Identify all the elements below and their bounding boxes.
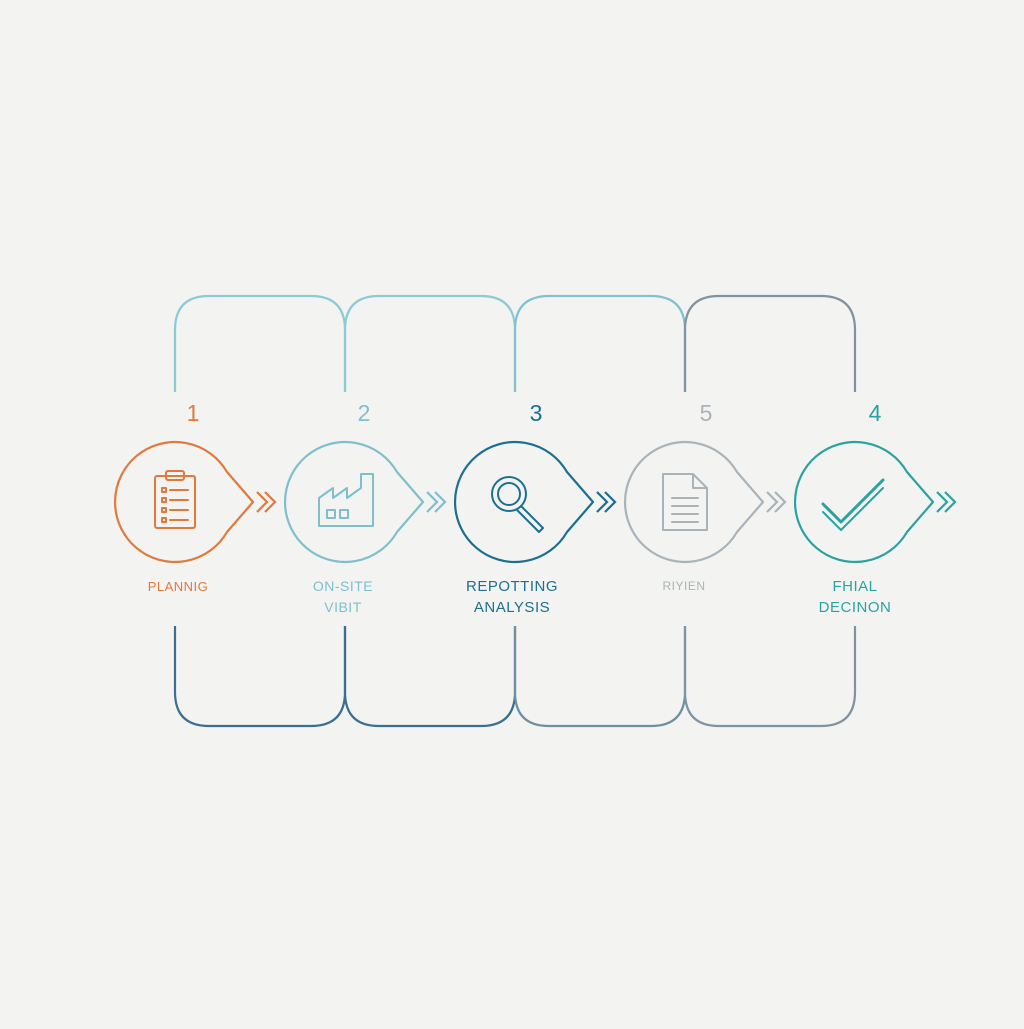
bottom-connector-4 bbox=[683, 626, 857, 728]
step-5-label-line1: FHIAL bbox=[832, 578, 878, 595]
top-connector-1 bbox=[173, 294, 347, 392]
step-5-bubble bbox=[794, 440, 935, 564]
chevron-right-icon bbox=[936, 491, 957, 513]
step-4-node bbox=[624, 440, 787, 564]
step-5-label: FHIAL DECINON bbox=[755, 576, 955, 618]
step-3-label-line2: ANALYSIS bbox=[473, 599, 551, 616]
step-4-label-line1: RIYIEN bbox=[662, 579, 706, 593]
step-3-number: 3 bbox=[529, 400, 543, 426]
top-connector-3 bbox=[513, 294, 687, 392]
top-connector-4 bbox=[683, 294, 857, 392]
step-1-label: PLANNIG bbox=[78, 576, 278, 597]
chevron-right-icon bbox=[256, 491, 277, 513]
bottom-connector-2 bbox=[343, 626, 517, 728]
chevron-right-icon bbox=[596, 491, 617, 513]
bottom-connector-1 bbox=[173, 626, 347, 728]
step-1-bubble bbox=[114, 440, 255, 564]
step-2-label: ON-SITE VIBIT bbox=[243, 576, 443, 618]
step-5-number: 4 bbox=[868, 400, 882, 426]
step-4-label: RIYIEN bbox=[584, 576, 784, 597]
step-1-node bbox=[114, 440, 277, 564]
step-2-node bbox=[284, 440, 447, 564]
top-connector-2 bbox=[343, 294, 517, 392]
step-2-label-line2: VIBIT bbox=[324, 599, 362, 615]
step-5-node bbox=[794, 440, 957, 564]
step-4-bubble bbox=[624, 440, 765, 564]
document-icon bbox=[662, 473, 708, 531]
step-5-label-line2: DECINON bbox=[818, 599, 892, 616]
step-1-number: 1 bbox=[186, 400, 200, 426]
step-3-label-line1: REPOTTING bbox=[465, 578, 558, 595]
factory-icon bbox=[318, 473, 374, 527]
step-3-label: REPOTTING ANALYSIS bbox=[412, 576, 612, 618]
clipboard-icon bbox=[154, 470, 196, 529]
step-3-bubble bbox=[454, 440, 595, 564]
connector-frames bbox=[173, 294, 857, 728]
chevron-right-icon bbox=[426, 491, 447, 513]
step-2-label-line1: ON-SITE bbox=[312, 578, 374, 594]
step-2-number: 2 bbox=[357, 400, 371, 426]
step-2-bubble bbox=[284, 440, 425, 564]
chevron-right-icon bbox=[766, 491, 787, 513]
checkmark-icon bbox=[821, 478, 885, 531]
step-1-label-line1: PLANNIG bbox=[147, 579, 209, 594]
step-4-number: 5 bbox=[699, 400, 713, 426]
step-nodes bbox=[114, 440, 957, 564]
magnifier-icon bbox=[491, 476, 544, 533]
bottom-connector-3 bbox=[513, 626, 687, 728]
step-3-node bbox=[454, 440, 617, 564]
